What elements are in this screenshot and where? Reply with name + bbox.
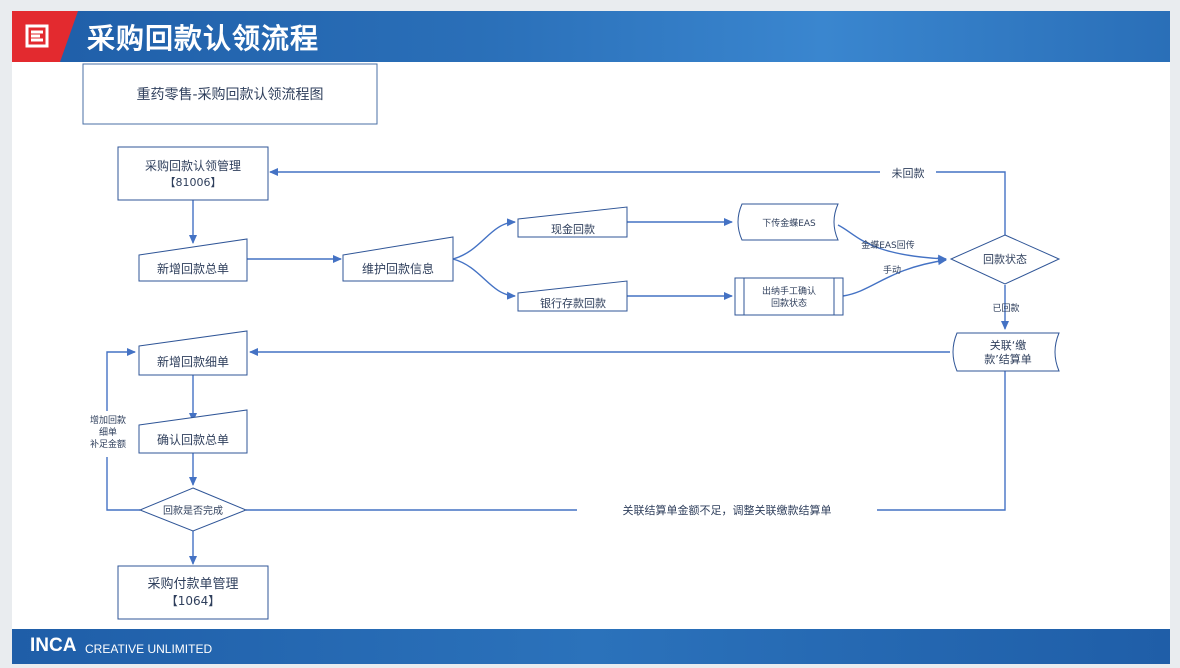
footer-brand: INCA — [30, 635, 77, 656]
node-done-label: 回款是否完成 — [163, 504, 223, 517]
title-box — [82, 63, 378, 125]
edge-maintain-to-bank — [452, 258, 516, 300]
edge-eas-to-status — [837, 224, 947, 263]
node-done — [138, 487, 248, 532]
edge-label-not-paid: 未回款 — [892, 166, 925, 180]
edge-label-insufficient: 关联结算单金额不足，调整关联缴款结算单 — [623, 503, 832, 517]
node-status-label: 回款状态 — [983, 252, 1027, 266]
node-cashier-confirm-line2: 回款状态 — [771, 297, 807, 309]
node-new-summary — [138, 238, 248, 282]
edge-cashier-to-status — [842, 257, 947, 297]
node-link-settlement-line2: 款’结算单 — [984, 352, 1032, 366]
node-cashier-confirm-line1: 出纳手工确认 — [762, 285, 816, 297]
node-upload-eas-label: 下传金蝶EAS — [762, 217, 816, 229]
edge-label-add-detail-line1: 增加回款 — [90, 414, 126, 426]
flowchart: 重药零售-采购回款认领流程图 采购回款认领管理 【81006】 — [82, 63, 1061, 620]
node-new-summary-label: 新增回款总单 — [157, 261, 229, 276]
slide: 采购回款认领流程 重药零售-采购回款认领流程图 — [12, 11, 1170, 664]
logo-mark-icon — [25, 24, 49, 48]
node-confirm-summary — [138, 409, 248, 454]
edge-maintain-to-cash — [452, 218, 516, 260]
node-bank-label: 银行存款回款 — [540, 296, 606, 310]
node-maintain-info-label: 维护回款信息 — [362, 261, 434, 276]
edge-label-add-detail-line3: 补足金额 — [90, 438, 126, 450]
footer-bar: INCA CREATIVE UNLIMITED — [12, 629, 1170, 664]
node-payment-management — [117, 565, 269, 620]
node-status — [949, 234, 1061, 285]
node-bank — [517, 280, 628, 312]
node-cashier-confirm — [734, 277, 844, 316]
page-title: 采购回款认领流程 — [87, 22, 320, 55]
node-upload-eas — [737, 203, 839, 241]
node-new-detail — [138, 330, 248, 376]
node-claim-management — [117, 146, 269, 201]
edge-label-paid: 已回款 — [992, 302, 1019, 314]
node-claim-management-line2: 【81006】 — [165, 176, 222, 189]
edge-status-not-paid — [269, 168, 1006, 235]
node-payment-management-line2: 【1064】 — [166, 594, 221, 608]
logo — [12, 11, 78, 62]
header-bar: 采购回款认领流程 — [12, 11, 1170, 62]
node-link-settlement-line1: 关联‘缴 — [990, 338, 1027, 352]
title-box-label: 重药零售-采购回款认领流程图 — [136, 87, 323, 103]
node-cash — [517, 206, 628, 238]
node-claim-management-line1: 采购回款认领管理 — [145, 158, 241, 173]
node-cash-label: 现金回款 — [551, 222, 595, 236]
node-link-settlement — [952, 332, 1060, 372]
edge-done-insufficient — [246, 356, 1009, 511]
edge-label-eas-return: 金蝶EAS回传 — [861, 239, 915, 251]
footer-tagline: CREATIVE UNLIMITED — [85, 642, 213, 656]
node-payment-management-line1: 采购付款单管理 — [147, 576, 238, 592]
node-confirm-summary-label: 确认回款总单 — [157, 433, 229, 447]
edge-label-add-detail-line2: 细单 — [99, 426, 117, 438]
node-maintain-info — [342, 236, 454, 282]
edge-label-manual: 手动 — [883, 264, 901, 276]
node-new-detail-label: 新增回款细单 — [157, 354, 229, 369]
